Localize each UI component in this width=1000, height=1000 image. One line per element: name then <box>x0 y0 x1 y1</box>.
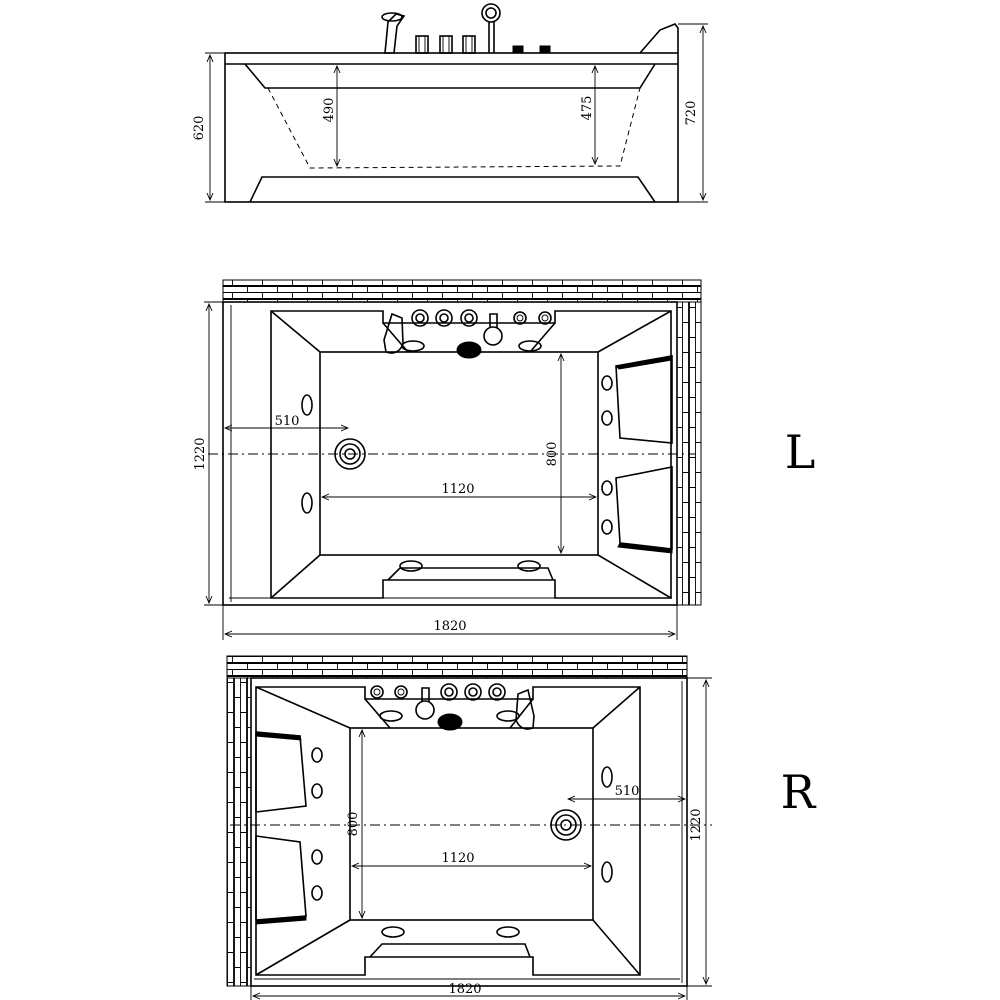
dim-depth-left: 490 <box>322 98 337 123</box>
jet-nozzle-icon <box>496 926 520 938</box>
jet-nozzle-icon <box>518 340 542 352</box>
jet-nozzle-icon <box>301 492 313 514</box>
faucet-icon <box>383 312 404 354</box>
tub-outline <box>222 301 678 606</box>
jet-nozzle-icon <box>601 766 613 788</box>
faucet-icon <box>381 12 406 54</box>
jet-nozzle-icon <box>311 849 323 865</box>
rim-recess <box>244 63 656 89</box>
headrest-edge <box>255 731 302 741</box>
plan-view-right: 510 1120 800 1220 1820 R <box>226 655 817 1000</box>
brick-wall-icon <box>226 655 688 679</box>
step-ledge <box>387 567 554 581</box>
headrest-icon <box>615 355 673 444</box>
jet-nozzle-icon <box>379 710 403 722</box>
control-button <box>539 45 551 54</box>
jet-nozzle-icon <box>381 926 405 938</box>
jet-nozzle-icon <box>311 885 323 901</box>
jet-nozzle-icon <box>496 710 520 722</box>
jet-nozzle-icon <box>601 861 613 883</box>
jet-nozzle-icon <box>601 410 613 426</box>
headrest-icon <box>255 731 307 813</box>
dim-drain-offset: 510 <box>615 784 640 799</box>
headrest-edge <box>614 355 673 370</box>
control-button <box>538 311 552 325</box>
jet-nozzle-icon <box>399 560 423 572</box>
brick-wall-icon <box>226 677 252 987</box>
faucet-icon <box>515 688 535 730</box>
plan-view-left: 510 1120 800 1220 1820 L <box>193 279 816 640</box>
dim-back-height: 720 <box>684 101 699 126</box>
jet-nozzle-icon <box>311 747 323 763</box>
tub-side-body <box>224 52 679 203</box>
valve-icon <box>440 683 458 701</box>
jet-nozzle-icon <box>601 480 613 496</box>
jet-nozzle-icon <box>311 783 323 799</box>
hand-shower-icon <box>483 313 503 346</box>
valve-icon <box>460 309 478 327</box>
backrest <box>639 23 679 54</box>
headrest-icon <box>255 835 307 921</box>
side-view: 620 720 490 475 <box>192 3 708 203</box>
variant-label: R <box>781 765 817 819</box>
valve-icon <box>439 35 453 54</box>
valve-icon <box>415 35 429 54</box>
dim-inner-width: 800 <box>545 442 560 467</box>
base-plinth <box>249 176 656 203</box>
valve-icon <box>488 683 506 701</box>
jet-nozzle-icon <box>601 519 613 535</box>
control-button <box>394 685 408 699</box>
hand-shower-icon <box>481 3 501 53</box>
jet-nozzle-icon <box>401 340 425 352</box>
headrest-edge <box>617 542 673 554</box>
basin-profile <box>267 87 641 169</box>
dim-drain-offset: 510 <box>275 414 300 429</box>
overflow-icon <box>437 713 463 731</box>
brick-wall-icon <box>222 279 702 303</box>
valve-icon <box>411 309 429 327</box>
dim-width: 1220 <box>689 808 704 841</box>
dim-inner-length: 1120 <box>441 482 474 497</box>
overflow-icon <box>456 341 482 359</box>
valve-icon <box>435 309 453 327</box>
dim-depth-right: 475 <box>580 96 595 121</box>
dim-width: 1220 <box>193 437 208 470</box>
dim-length: 1820 <box>433 619 466 634</box>
step-ledge <box>369 943 531 958</box>
headrest-icon <box>615 466 673 550</box>
brick-wall-icon <box>676 301 702 606</box>
jet-nozzle-icon <box>601 375 613 391</box>
valve-icon <box>462 35 476 54</box>
valve-icon <box>464 683 482 701</box>
dim-inner-length: 1120 <box>441 851 474 866</box>
jet-nozzle-icon <box>301 394 313 416</box>
dim-length: 1820 <box>448 982 481 997</box>
headrest-edge <box>255 915 307 925</box>
dim-inner-width: 800 <box>346 812 361 837</box>
control-button <box>513 311 527 325</box>
variant-label: L <box>785 425 816 479</box>
basin-floor <box>349 727 594 921</box>
control-button <box>370 685 384 699</box>
jet-nozzle-icon <box>517 560 541 572</box>
dim-total-height: 620 <box>192 116 207 141</box>
tub-outline <box>250 677 688 987</box>
hand-shower-icon <box>415 687 435 720</box>
control-button <box>512 45 524 54</box>
